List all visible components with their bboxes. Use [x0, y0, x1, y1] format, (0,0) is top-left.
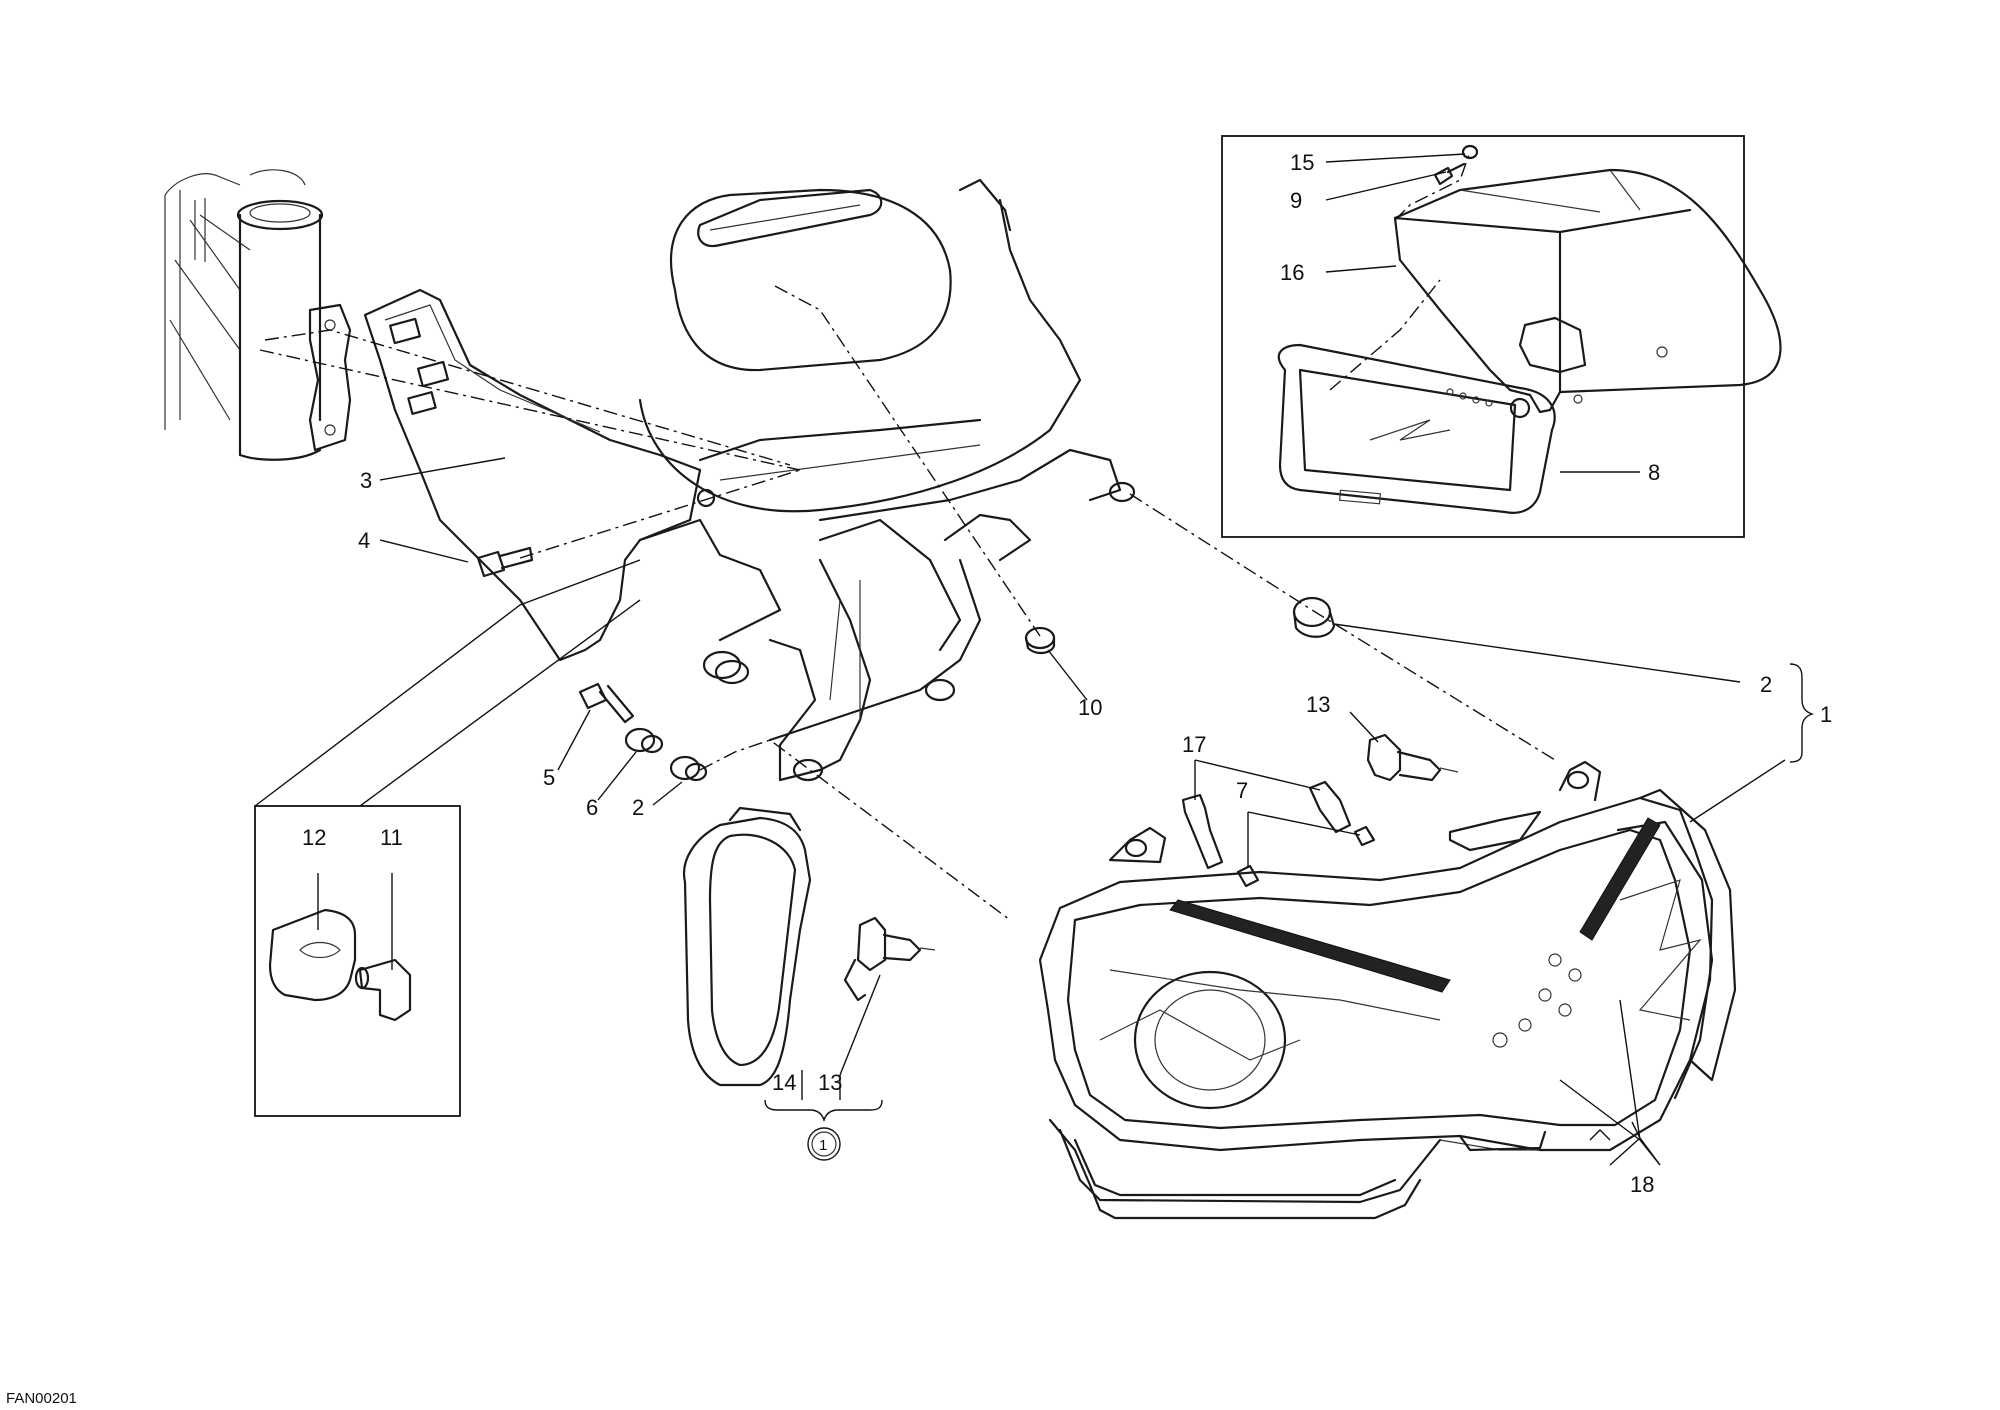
- callout-1: 1: [1820, 702, 1832, 727]
- callout-9: 9: [1290, 188, 1302, 213]
- bolt-5: [578, 682, 635, 724]
- parking-lamp-reflector-14: [682, 806, 812, 1087]
- parking-lamp-bulb-13-lower: [843, 916, 936, 1002]
- callout-4: 4: [358, 528, 370, 553]
- reflector-strip-left: [1169, 899, 1451, 993]
- callout-11: 11: [380, 825, 403, 850]
- front-fairing-shell: [638, 178, 1136, 562]
- callout-13-lower: 13: [818, 1070, 842, 1095]
- parking-light-inset-box: [254, 805, 461, 1117]
- reflector-strip-right: [1579, 817, 1661, 941]
- screw-9: [1433, 162, 1466, 186]
- callout-16: 16: [1280, 260, 1304, 285]
- callout-15: 15: [1290, 150, 1314, 175]
- parking-light-housing-12: [268, 908, 357, 1002]
- group-brace-right: [1789, 663, 1815, 763]
- headlight-bulb-13-upper: [1366, 733, 1459, 782]
- bushing-6: [624, 727, 664, 754]
- callout-6: 6: [586, 795, 598, 820]
- parking-light-socket-11: [354, 958, 412, 1022]
- callout-3: 3: [360, 468, 372, 493]
- grommet-2-right: [1292, 596, 1336, 638]
- instrument-panel-8: [1277, 343, 1556, 514]
- callout-5: 5: [543, 765, 555, 790]
- callout-10: 10: [1078, 695, 1102, 720]
- bolt-4: [476, 546, 534, 578]
- grommet-2-left: [669, 755, 708, 782]
- note-number: 1: [819, 1137, 827, 1154]
- group-brace-bottom: [764, 1099, 883, 1123]
- instrument-inset-box: [1221, 135, 1745, 538]
- grommet-10: [1024, 626, 1056, 655]
- callout-18: 18: [1630, 1172, 1654, 1197]
- frame-fragment: [164, 169, 352, 461]
- drawing-code: FAN00201: [6, 1390, 77, 1407]
- headlamp-assembly-1: [1038, 760, 1737, 1220]
- callout-17: 17: [1182, 732, 1206, 757]
- callout-12: 12: [302, 825, 326, 850]
- callout-14: 14: [772, 1070, 796, 1095]
- washer-15: [1461, 144, 1479, 160]
- callout-8: 8: [1648, 460, 1660, 485]
- bulb-7-right: [1353, 825, 1376, 847]
- note-circle: [807, 1127, 841, 1161]
- bulb-7-left: [1236, 864, 1260, 888]
- bulb-holder-17-left: [1181, 793, 1224, 870]
- assembly-lines: [259, 151, 1556, 921]
- callout-13-upper: 13: [1306, 692, 1330, 717]
- callout-2-right: 2: [1760, 672, 1772, 697]
- callout-2-left: 2: [632, 795, 644, 820]
- headlamp-support-bracket: [363, 288, 982, 782]
- bulb-holder-17-right: [1308, 780, 1352, 834]
- callout-labels: 1 2 2 3 4 5 6 7 8 9 10 11 12 13 14 13 15…: [302, 150, 1832, 1197]
- callout-7: 7: [1236, 778, 1248, 803]
- leader-lines: [254, 153, 1786, 1166]
- note-circle-inner: [811, 1131, 837, 1157]
